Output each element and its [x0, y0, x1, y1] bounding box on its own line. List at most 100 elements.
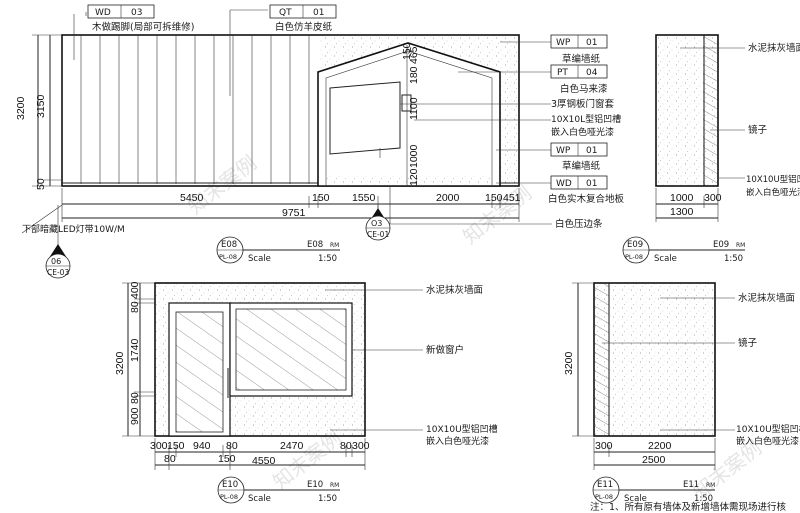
tag-wp01-a: WP 01 草编墙纸 — [500, 34, 608, 65]
e09-hdim-300: 300 — [704, 192, 722, 204]
watermark-text: 知末案例 — [458, 181, 536, 249]
title-scale-label: Scale — [248, 494, 271, 504]
title-scale-label: Scale — [248, 254, 271, 264]
title-id: E11 — [597, 480, 613, 490]
tag-code: QT — [279, 8, 292, 18]
e08-hdim-150a: 150 — [312, 192, 330, 204]
title-unit: RM — [330, 482, 339, 489]
e08-handle-box — [401, 94, 412, 112]
callout-bottom: CE-01 — [367, 230, 389, 239]
tag-num: 04 — [586, 68, 598, 78]
callout-03-ce01: O3 CE-01 — [365, 205, 391, 241]
e10-vdim-1740: 1740 — [129, 338, 141, 362]
e08-hdim-9751: 9751 — [282, 207, 306, 219]
tag-code: PT — [557, 68, 568, 78]
e08-floor-strip — [326, 176, 492, 186]
e10-hdim-940: 940 — [193, 440, 211, 452]
note-edge-strip: 白色压边条 — [389, 186, 603, 230]
e11-wall — [593, 282, 716, 437]
note-text: 下部暗藏LED灯带10W/M — [22, 223, 125, 235]
note-led-strip: 下部暗藏LED灯带10W/M — [21, 204, 125, 235]
title-name: E09 — [713, 240, 729, 250]
title-unit: RM — [706, 482, 715, 489]
e08-dim-120: 120 — [408, 168, 420, 186]
elevation-e11: 水泥抹灰墙面 镜子 10X10U型铝凹槽 嵌入白色哑光漆 3200 300 22… — [563, 282, 800, 504]
tag-label: 草编墙纸 — [562, 160, 601, 172]
e09-note-groove1: 10X10U型铝凹槽 — [746, 174, 800, 185]
e08-house-inner-frame — [325, 50, 493, 186]
tag-wd03: WD 03 木做踢脚(局部可拆维修) — [73, 4, 194, 60]
tag-num: 01 — [586, 179, 597, 189]
e10-vdim-80b: 80 — [129, 392, 141, 404]
title-id: E08 — [221, 240, 237, 250]
tag-num: 01 — [586, 146, 597, 156]
title-block-e08: E08 PL-08 E08 RM Scale 1:50 — [216, 236, 340, 264]
tag-label: 草编墙纸 — [562, 53, 601, 65]
note-text: 10X10L型铝凹槽 — [551, 113, 621, 125]
elevation-e09: 水泥抹灰墙面 镜子 10X10U型铝凹槽 嵌入白色哑光漆 1000 300 13… — [622, 34, 800, 264]
e09-mirror — [703, 34, 719, 187]
callout-bottom: CE-03 — [47, 268, 69, 277]
note-door-frame: 3厚钢板门窗套 — [400, 98, 615, 110]
e08-dim-465: 465 — [408, 46, 420, 64]
callout-06-ce03: 06 CE-03 — [45, 205, 71, 279]
e09-note-mirror: 镜子 — [748, 124, 768, 136]
e11-note-plaster: 水泥抹灰墙面 — [738, 292, 795, 304]
tag-label: 白色实木复合地板 — [548, 193, 625, 205]
e09-note-groove2: 嵌入白色哑光漆 — [746, 187, 800, 198]
e11-mirror — [593, 282, 610, 437]
e08-hdim-1550: 1550 — [352, 192, 376, 204]
tag-num: 03 — [131, 8, 142, 18]
e08-vdim-50: 50 — [35, 178, 47, 190]
e08-dim-180: 180 — [408, 66, 420, 84]
e11-hdim-2200: 2200 — [648, 440, 672, 452]
title-unit: RM — [736, 242, 745, 249]
e08-dim-1000: 1000 — [408, 144, 420, 168]
e08-dim-1100: 1100 — [408, 97, 420, 120]
tag-label: 木做踢脚(局部可拆维修) — [92, 21, 194, 33]
title-name: E08 — [307, 240, 323, 250]
tag-label: 白色仿羊皮纸 — [275, 21, 333, 33]
e10-note-groove1: 10X10U型铝凹槽 — [426, 423, 498, 435]
note-text: 3厚钢板门窗套 — [551, 98, 615, 110]
title-scale: 1:50 — [318, 494, 337, 504]
title-id: E09 — [627, 240, 643, 250]
e11-note-groove1: 10X10U型铝凹槽 — [736, 423, 800, 435]
e11-vdim-3200: 3200 — [563, 351, 575, 375]
e10-hdim-150b: 150 — [218, 453, 236, 465]
elevation-e08: 150 180 465 1100 1000 120 3200 3150 50 5… — [15, 4, 625, 279]
e11-note-mirror: 镜子 — [738, 337, 758, 349]
callout-top: O3 — [371, 219, 382, 228]
e10-window-glass — [235, 308, 347, 391]
tag-wp01-b: WP 01 草编墙纸 — [496, 142, 608, 172]
title-scale-label: Scale — [654, 254, 677, 264]
tag-label: 白色马来漆 — [560, 83, 608, 95]
e11-hdim-2500: 2500 — [642, 454, 666, 466]
title-block-e10: E10 PL-08 E10 RM Scale 1:50 — [217, 476, 340, 504]
e08-hdim-451: 451 — [503, 192, 521, 204]
e09-hdim-1300: 1300 — [670, 206, 694, 218]
tag-qt01: QT 01 白色仿羊皮纸 — [229, 4, 337, 96]
e10-hdim-300b: 300 — [352, 440, 370, 452]
e09-hdim-1000: 1000 — [670, 192, 694, 204]
title-unit: RM — [330, 242, 339, 249]
e11-note-groove2: 嵌入白色哑光漆 — [736, 435, 799, 447]
e08-hdim-2000: 2000 — [436, 192, 460, 204]
tag-wd01: WD 01 白色实木复合地板 — [496, 175, 625, 205]
e10-vdim-3200: 3200 — [114, 351, 126, 375]
e08-hdim-5450: 5450 — [180, 192, 204, 204]
title-sheet: PL-08 — [219, 253, 237, 261]
tag-pt04: PT 04 白色马来漆 — [458, 64, 608, 95]
tag-num: 01 — [313, 8, 324, 18]
e08-hdim-150b: 150 — [485, 192, 503, 204]
elevation-e10: 水泥抹灰墙面 新做窗户 10X10U型铝凹槽 嵌入白色哑光漆 3200 80 4… — [114, 281, 498, 504]
e10-hdim-2470: 2470 — [280, 440, 304, 452]
e10-vdim-900: 900 — [129, 407, 141, 425]
footnote: 注：1、所有原有墙体及新增墙体需现场进行核 — [590, 501, 787, 513]
e10-vdim-80a: 80 — [129, 301, 141, 313]
note-aluminum-groove: 10X10L型铝凹槽 嵌入白色哑光漆 — [414, 113, 621, 138]
e10-hdim-300a: 300 — [150, 440, 168, 452]
e08-wood-panels — [80, 35, 310, 184]
e11-hdim-300: 300 — [595, 440, 613, 452]
